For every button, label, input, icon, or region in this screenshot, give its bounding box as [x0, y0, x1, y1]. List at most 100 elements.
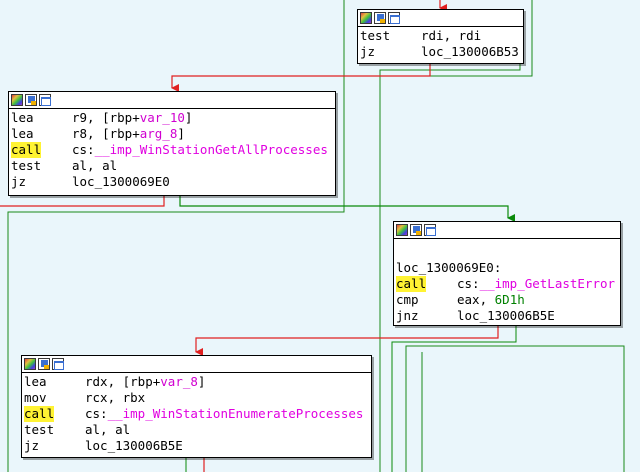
import-name[interactable]: __imp_GetLastError [479, 276, 616, 291]
block-header [358, 10, 523, 27]
operands: al, al [85, 422, 130, 438]
instruction-line[interactable]: jz loc_130006B5E [24, 438, 371, 454]
edit-block-icon[interactable] [38, 358, 50, 370]
mnemonic[interactable]: call [396, 276, 457, 292]
operands: rcx, rbx [85, 390, 145, 406]
mnemonic[interactable]: jz [11, 174, 27, 189]
mnemonic[interactable]: test [360, 28, 391, 43]
immediate-value: 6D1h [494, 292, 525, 307]
operands: cs:__imp_GetLastError [457, 276, 615, 292]
instruction-line[interactable]: jz loc_130006B53 [360, 44, 523, 60]
graph-view-icon[interactable] [39, 94, 51, 106]
instruction-line[interactable]: lea rdx, [rbp+var_8] [24, 374, 371, 390]
color-palette-icon[interactable] [24, 358, 36, 370]
edge-green-outer [343, 0, 533, 77]
instruction-line[interactable]: call cs:__imp_WinStationEnumerateProcesse… [24, 406, 371, 422]
operand-text: rdx, [rbp+ [85, 374, 161, 389]
operand-text: ] [197, 374, 206, 389]
operands: al, al [72, 158, 117, 174]
operand-text: al, al [72, 158, 118, 173]
call-mnemonic-highlight[interactable]: call [396, 276, 427, 292]
stack-variable[interactable]: var_8 [160, 374, 198, 389]
edge-b2-b3 [179, 196, 515, 222]
operand-text: loc_130006B53 [421, 44, 519, 59]
mnemonic[interactable]: lea [11, 110, 34, 125]
instruction-line[interactable]: jz loc_1300069E0 [11, 174, 335, 190]
operand-text: rdi, rdi [421, 28, 482, 43]
code-block-loc_1300069E0[interactable]: loc_1300069E0: call cs:__imp_GetLastError… [393, 221, 621, 326]
operands: loc_130006B5E [457, 308, 555, 324]
edit-block-icon[interactable] [374, 12, 386, 24]
instruction-line[interactable]: lea r9, [rbp+var_10] [11, 110, 335, 126]
operand-text: r8, [rbp+ [72, 126, 140, 141]
operand-text: cs: [72, 142, 95, 157]
operand-text: loc_130006B5E [457, 308, 555, 323]
import-name[interactable]: __imp_WinStationGetAllProcesses [94, 142, 328, 157]
edge-green-1 [379, 62, 521, 472]
operand-text: r9, [rbp+ [72, 110, 140, 125]
color-palette-icon[interactable] [11, 94, 23, 106]
instruction-line[interactable]: cmp eax, 6D1h [396, 292, 620, 308]
mnemonic[interactable]: lea [24, 374, 47, 389]
mnemonic[interactable]: lea [11, 126, 34, 141]
operand-text: loc_130006B5E [85, 438, 183, 453]
stack-variable[interactable]: var_10 [139, 110, 185, 125]
operands: rdx, [rbp+var_8] [85, 374, 205, 390]
operands: eax, 6D1h [457, 292, 525, 308]
location-label[interactable]: loc_1300069E0: [396, 260, 502, 275]
instruction-line[interactable]: call cs:__imp_WinStationGetAllProcesses [11, 142, 335, 158]
operands: cs:__imp_WinStationEnumerateProcesses [85, 406, 363, 422]
instruction-line[interactable]: jnz loc_130006B5E [396, 308, 620, 324]
edit-block-icon[interactable] [25, 94, 37, 106]
operand-text: rcx, rbx [85, 390, 146, 405]
call-mnemonic-highlight[interactable]: call [11, 142, 42, 158]
mnemonic[interactable]: test [24, 422, 55, 437]
mnemonic[interactable]: mov [24, 390, 47, 405]
color-palette-icon[interactable] [360, 12, 372, 24]
mnemonic[interactable]: jz [360, 44, 376, 59]
operand-text: eax, [457, 292, 495, 307]
instruction-line[interactable]: call cs:__imp_GetLastError [396, 276, 620, 292]
block-code: loc_1300069E0: call cs:__imp_GetLastError… [394, 239, 620, 324]
mnemonic[interactable]: test [11, 158, 42, 173]
instruction-line[interactable]: lea r8, [rbp+arg_8] [11, 126, 335, 142]
operands: r9, [rbp+var_10] [72, 110, 192, 126]
operands: cs:__imp_WinStationGetAllProcesses [72, 142, 328, 158]
operand-text: ] [184, 110, 193, 125]
instruction-line[interactable]: mov rcx, rbx [24, 390, 371, 406]
operands: rdi, rdi [421, 28, 481, 44]
color-palette-icon[interactable] [396, 224, 408, 236]
mnemonic[interactable]: call [11, 142, 72, 158]
edge-right-down-1 [405, 345, 625, 472]
graph-view-icon[interactable] [388, 12, 400, 24]
mnemonic[interactable]: cmp [396, 292, 419, 307]
instruction-line[interactable]: test al, al [24, 422, 371, 438]
mnemonic[interactable]: jnz [396, 308, 419, 323]
operand-text: al, al [85, 422, 131, 437]
mnemonic[interactable]: call [24, 406, 85, 422]
import-name[interactable]: __imp_WinStationEnumerateProcesses [107, 406, 364, 421]
edge-b2-left [0, 196, 165, 207]
operands: r8, [rbp+arg_8] [72, 126, 185, 142]
instruction-line[interactable]: test rdi, rdi [360, 28, 523, 44]
edge-b3-down [391, 326, 517, 472]
instruction-line[interactable]: test al, al [11, 158, 335, 174]
operands: loc_1300069E0 [72, 174, 170, 190]
operand-text: loc_1300069E0 [72, 174, 170, 189]
mnemonic[interactable]: jz [24, 438, 40, 453]
stack-variable[interactable]: arg_8 [139, 126, 178, 141]
call-mnemonic-highlight[interactable]: call [24, 406, 55, 422]
block-header [394, 222, 620, 239]
edit-block-icon[interactable] [410, 224, 422, 236]
code-block-test-rdi[interactable]: test rdi, rdi jz loc_130006B53 [357, 9, 524, 64]
edge-b3-b4 [195, 326, 499, 356]
edge-green-left [7, 62, 345, 472]
graph-view-icon[interactable] [52, 358, 64, 370]
graph-view-icon[interactable] [424, 224, 436, 236]
operand-text: cs: [85, 406, 108, 421]
